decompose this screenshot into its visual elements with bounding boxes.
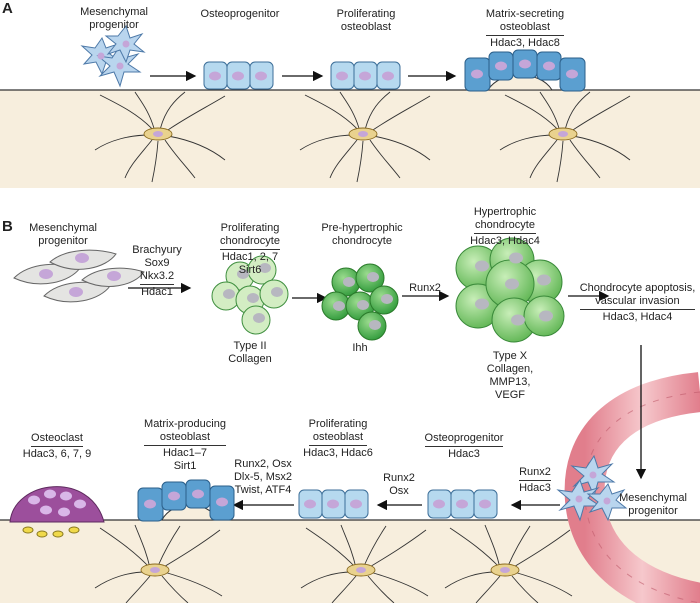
panel-b [0, 237, 700, 603]
pre-hypertrophic-cells [321, 263, 399, 341]
osteocyte-b2 [300, 524, 429, 603]
label-b-apoptosis: Chondrocyte apoptosis,vascular invasion … [579, 282, 696, 323]
osteocyte-a2 [299, 91, 431, 183]
hypertrophic-cells [455, 237, 565, 343]
proliferating-osteoblast-cells-b [298, 489, 369, 519]
osteocyte-b1 [94, 524, 223, 603]
osteocyte-b3 [444, 524, 573, 603]
mesenchymal-cells-a [80, 24, 146, 88]
panel-a-letter: A [2, 0, 13, 17]
label-b-ihh: Ihh [352, 342, 368, 354]
matrix-producing-cells-b [137, 479, 235, 522]
label-a-osteoprogenitor: Osteoprogenitor [200, 8, 280, 20]
osteoprogenitor-cells-b [427, 489, 498, 519]
osteocyte-a3 [499, 91, 631, 183]
panel-a [0, 24, 700, 188]
mesenchymal-spindle-cells [13, 249, 145, 303]
bone-matrix-a [0, 90, 700, 188]
osteoprogenitor-cells-a [203, 61, 274, 90]
osteocyte-a1 [94, 91, 226, 183]
proliferating-chondrocyte-cells [211, 255, 289, 335]
label-b-runx2-arrow: Runx2 [409, 282, 441, 294]
mesenchymal-cells-b [556, 454, 628, 522]
matrix-secreting-cells-a [464, 49, 586, 92]
proliferating-osteoblast-cells-a [330, 61, 401, 90]
osteoclast-cell [9, 486, 105, 538]
panel-b-letter: B [2, 218, 13, 235]
